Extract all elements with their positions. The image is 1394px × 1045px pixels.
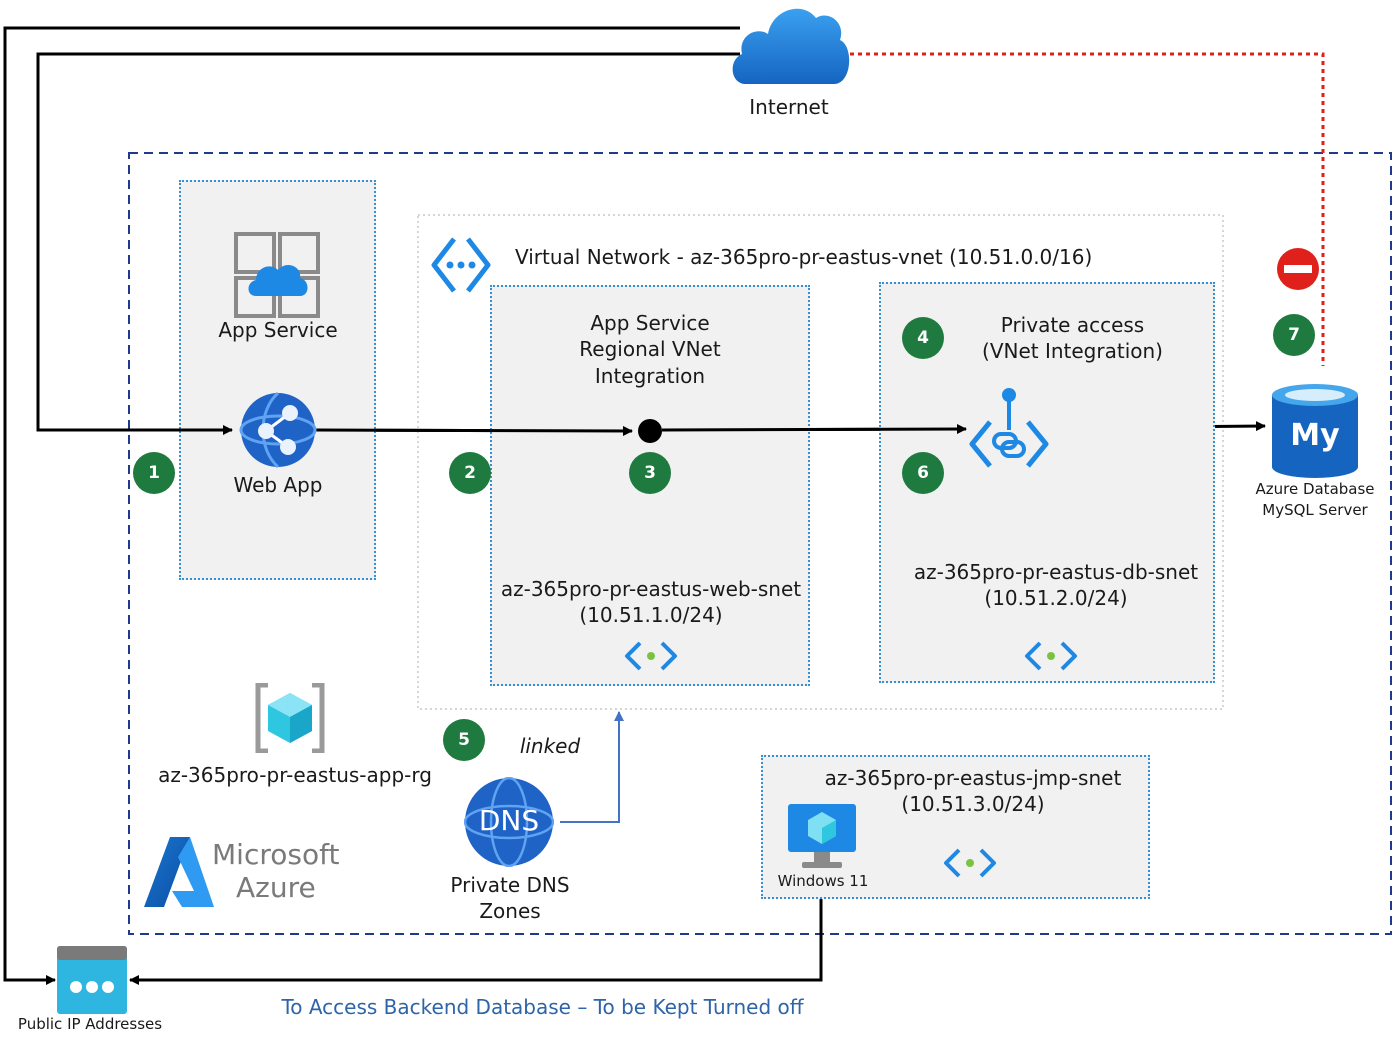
windows-vm-label: Windows 11 [777, 872, 869, 890]
subnet-icon [944, 848, 996, 878]
dns-label-line2: Zones [479, 899, 541, 923]
blocked-icon [1277, 248, 1319, 290]
web-app-icon[interactable] [238, 391, 318, 469]
db-subnet-cidr: (10.51.2.0/24) [984, 586, 1128, 610]
dns-glyph: DNS [478, 804, 540, 837]
internet-to-public-ip-line [3, 26, 740, 985]
web-subnet-cidr: (10.51.1.0/24) [579, 603, 723, 627]
blocked-public-access-line [850, 52, 1325, 366]
public-ip-label: Public IP Addresses [17, 1015, 163, 1033]
step-badge-5: 5 [443, 719, 485, 761]
brand-line2: Azure [236, 871, 316, 904]
app-service-icon [234, 232, 320, 318]
mysql-glyph: My [1290, 418, 1340, 453]
jump-subnet-name: az-365pro-pr-eastus-jmp-snet [824, 766, 1122, 790]
public-ip-icon [57, 946, 127, 1014]
web-subnet-title-line2: Regional VNet [579, 337, 721, 361]
web-subnet-name: az-365pro-pr-eastus-web-snet [500, 577, 802, 601]
mysql-label-line1: Azure Database [1255, 480, 1375, 498]
web-subnet-title-line3: Integration [594, 364, 706, 388]
web-subnet-title-line1: App Service [590, 311, 710, 335]
brand-line1: Microsoft [212, 838, 340, 871]
dns-link-line [560, 711, 624, 823]
subnet-icon [1025, 641, 1077, 671]
dns-icon[interactable] [464, 777, 554, 867]
footer-note: To Access Backend Database – To be Kept … [281, 995, 804, 1019]
step-badge-4: 4 [902, 317, 944, 359]
app-service-panel [179, 180, 376, 580]
step-badge-6: 6 [902, 452, 944, 494]
step-badge-3: 3 [629, 452, 671, 494]
jump-subnet-cidr: (10.51.3.0/24) [901, 792, 1045, 816]
mysql-label-line2: MySQL Server [1262, 501, 1368, 519]
dns-label-line1: Private DNS [450, 873, 570, 897]
internet-label: Internet [749, 95, 829, 119]
cloud-icon [732, 8, 850, 84]
step-badge-7: 7 [1273, 314, 1315, 356]
mysql-database-icon[interactable] [1270, 383, 1360, 479]
jumpbox-to-public-ip-line [129, 892, 823, 985]
windows-vm-icon[interactable] [786, 802, 858, 874]
step-badge-2: 2 [449, 452, 491, 494]
azure-logo-icon [144, 837, 214, 907]
db-subnet-title-line2: (VNet Integration) [982, 339, 1163, 363]
subscription-boundary [128, 152, 1392, 935]
step-badge-1: 1 [133, 452, 175, 494]
subnet-icon [625, 641, 677, 671]
vnet-boundary [417, 214, 1224, 710]
db-subnet-name: az-365pro-pr-eastus-db-snet [913, 560, 1199, 584]
resource-group-icon [255, 683, 325, 753]
web-app-label: Web App [233, 473, 323, 497]
app-service-label: App Service [218, 318, 338, 342]
resource-group-label: az-365pro-pr-eastus-app-rg [158, 763, 432, 787]
dns-link-label: linked [519, 734, 581, 758]
vnet-title: Virtual Network - az-365pro-pr-eastus-vn… [515, 245, 1093, 269]
db-subnet-title-line1: Private access [1000, 313, 1145, 337]
private-endpoint-icon[interactable] [966, 386, 1052, 472]
vnet-icon [431, 237, 491, 293]
